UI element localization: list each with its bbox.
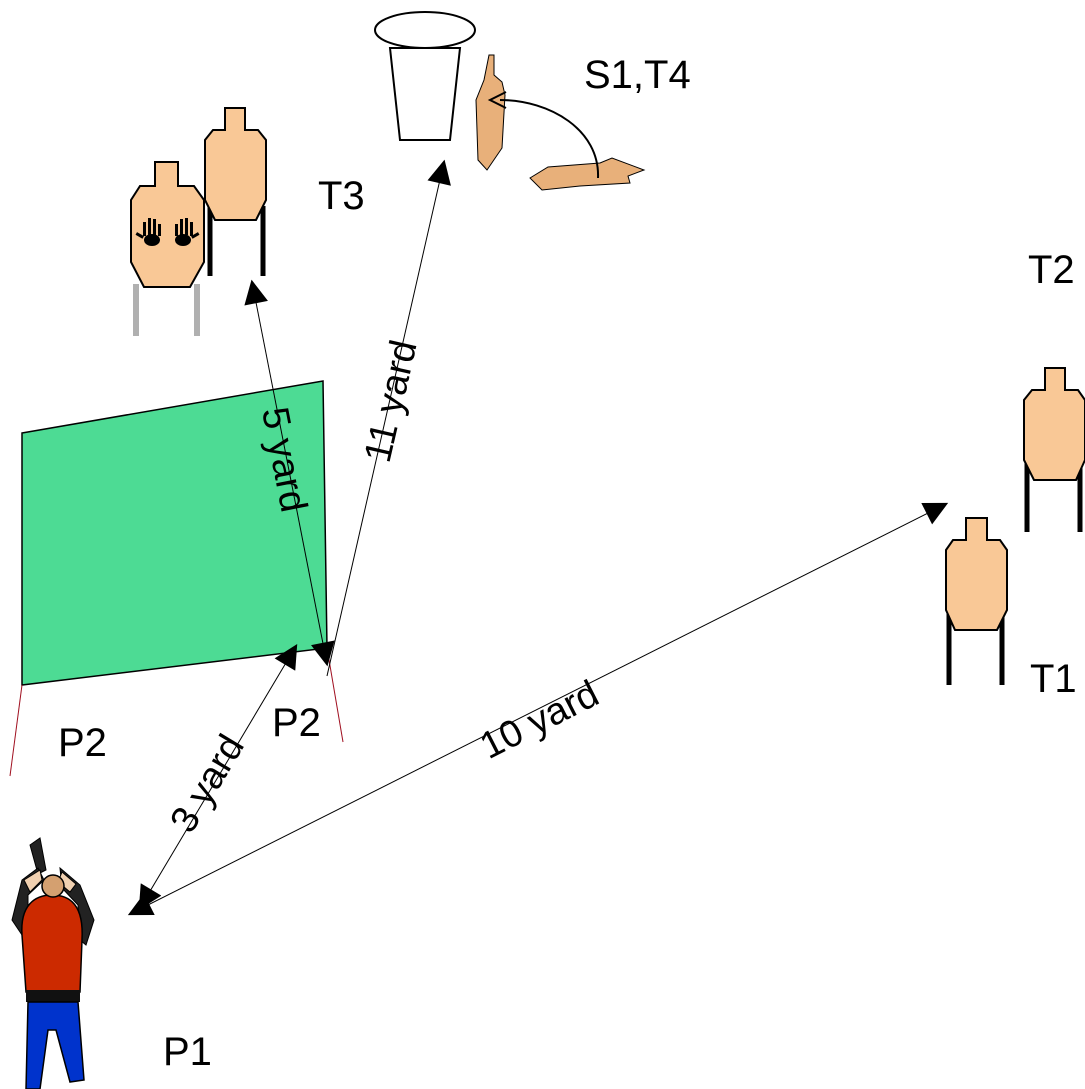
no-shoot-hands-icon xyxy=(135,218,200,246)
t1-target-group xyxy=(945,517,1008,685)
t2-paper-target xyxy=(1023,367,1085,481)
swinger-upright xyxy=(475,54,506,171)
swinging-target-icon xyxy=(475,54,646,191)
distance-label-p1-p2: 3 yard xyxy=(163,728,253,840)
label-p1: P1 xyxy=(163,1030,212,1074)
shooter-pants xyxy=(25,1001,85,1089)
t3-target-group xyxy=(130,107,267,336)
label-t2: T2 xyxy=(1028,248,1075,292)
fault-line-right xyxy=(326,647,344,743)
t1-paper-target xyxy=(945,517,1008,631)
t2-target-group xyxy=(1023,367,1085,532)
t3-paper-target xyxy=(204,107,267,221)
swing-arrow-head xyxy=(487,91,507,109)
distance-label-p2-s1: 11 yard xyxy=(357,336,426,466)
arrow-p2-s1 xyxy=(326,159,451,677)
fault-line-left xyxy=(9,684,23,777)
distance-label-p1-t1: 10 yard xyxy=(474,673,606,768)
shooter-shirt xyxy=(21,894,83,993)
label-t3: T3 xyxy=(318,174,365,218)
arrow-p2-t3 xyxy=(244,279,335,667)
shooter-figure-icon xyxy=(11,837,95,1089)
bucket-activator-icon xyxy=(374,11,476,141)
label-p2-left: P2 xyxy=(58,721,107,765)
label-p2-right: P2 xyxy=(272,701,321,745)
label-t1: T1 xyxy=(1030,657,1077,701)
no-shoot-target xyxy=(130,161,205,288)
arrow-p1-t1 xyxy=(127,502,949,916)
swing-direction-arrow xyxy=(499,99,600,179)
label-s1-t4: S1,T4 xyxy=(584,53,691,97)
swinger-down xyxy=(529,157,646,191)
